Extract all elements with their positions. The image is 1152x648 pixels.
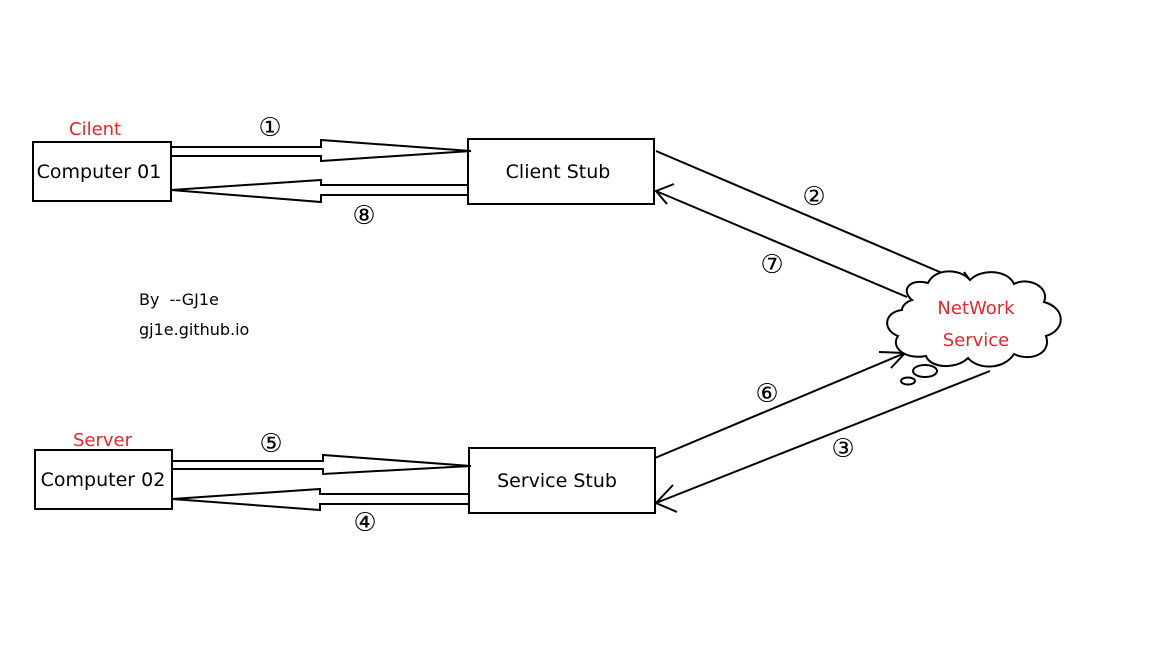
- server-role-label: Server: [73, 430, 133, 451]
- client-role-label: Cilent: [69, 119, 121, 140]
- arrow-step6-line: [654, 352, 906, 459]
- client-stub-label: Client Stub: [506, 161, 611, 183]
- arrow-step4: [171, 487, 469, 512]
- arrow-step1: [171, 138, 472, 163]
- service-stub-box: Service Stub: [468, 447, 656, 514]
- step-number-1: ①: [258, 113, 281, 143]
- step-number-5: ⑤: [259, 429, 282, 459]
- computer01-label: Computer 01: [37, 161, 162, 183]
- arrow-step5: [172, 453, 472, 476]
- arrow-step3-line: [655, 370, 991, 504]
- arrow-step7-head: [654, 183, 675, 205]
- computer02-label: Computer 02: [41, 469, 166, 491]
- credit-author: By --GJ1e: [139, 290, 219, 309]
- network-service-cloud: NetWork Service: [886, 270, 1062, 386]
- arrow-step2-line: [655, 150, 976, 288]
- network-label-line2: Service: [943, 330, 1010, 351]
- step-number-7: ⑦: [760, 250, 783, 280]
- computer02-box: Computer 02: [34, 449, 173, 510]
- arrow-step7-line: [655, 190, 908, 298]
- service-stub-label: Service Stub: [497, 470, 617, 492]
- step-number-6: ⑥: [755, 379, 778, 409]
- computer01-box: Computer 01: [32, 141, 172, 202]
- arrow-step3-head: [654, 484, 678, 513]
- step-number-8: ⑧: [352, 201, 375, 231]
- client-stub-box: Client Stub: [467, 138, 655, 205]
- arrow-step8: [170, 178, 468, 204]
- step-number-3: ③: [831, 434, 854, 464]
- credit-site: gj1e.github.io: [139, 320, 249, 339]
- step-number-4: ④: [353, 508, 376, 538]
- network-label-line1: NetWork: [937, 298, 1015, 319]
- step-number-2: ②: [802, 182, 825, 212]
